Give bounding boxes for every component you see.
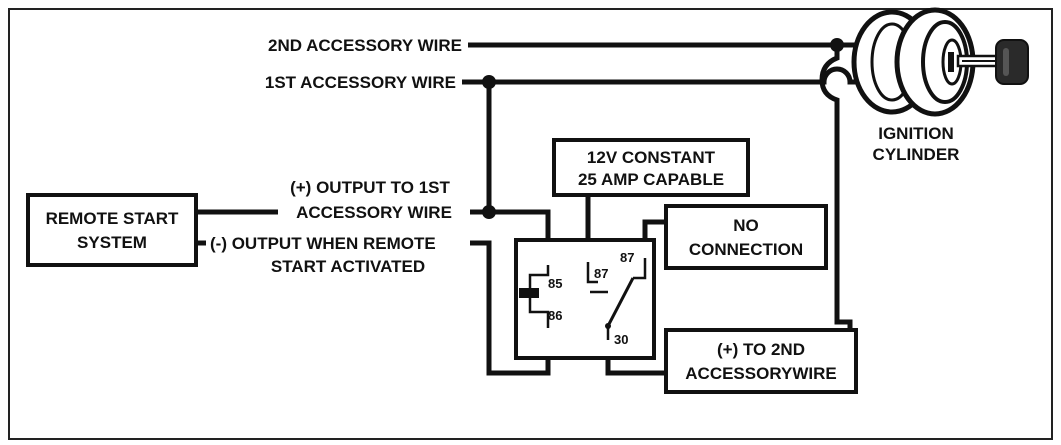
relay-pin-86: 86 bbox=[548, 308, 562, 323]
junction-1st-accessory bbox=[482, 75, 496, 89]
label-remote-start-1: REMOTE START bbox=[46, 209, 179, 228]
label-output-negative-2: START ACTIVATED bbox=[271, 257, 425, 276]
label-output-positive-1: (+) OUTPUT TO 1ST bbox=[290, 178, 450, 197]
ignition-cylinder-icon bbox=[851, 7, 976, 117]
label-constant-1: 12V CONSTANT bbox=[587, 148, 716, 167]
label-to-2nd-accessory-1: (+) TO 2ND bbox=[717, 340, 805, 359]
label-1st-accessory-wire: 1ST ACCESSORY WIRE bbox=[265, 73, 456, 92]
diagram-frame bbox=[8, 8, 1053, 440]
label-output-positive-2: ACCESSORY WIRE bbox=[296, 203, 452, 222]
relay-coil bbox=[519, 288, 539, 298]
to-2nd-accessory-box bbox=[664, 328, 858, 394]
junction-2nd-accessory bbox=[830, 38, 844, 52]
relay-pin-87a: 87 bbox=[620, 250, 634, 265]
relay-pin-87: 87 bbox=[594, 266, 608, 281]
relay-pin-30: 30 bbox=[614, 332, 628, 347]
wire-2nd-accessory-drop bbox=[819, 45, 853, 330]
no-connection-box bbox=[664, 204, 828, 270]
label-no-connection-2: CONNECTION bbox=[689, 240, 803, 259]
relay-pin-85: 85 bbox=[548, 276, 562, 291]
key-icon bbox=[956, 39, 1029, 85]
label-ignition-2: CYLINDER bbox=[873, 145, 960, 164]
relay bbox=[514, 238, 656, 360]
label-to-2nd-accessory-2: ACCESSORYWIRE bbox=[685, 364, 836, 383]
label-ignition-1: IGNITION bbox=[878, 124, 954, 143]
wire-1st-accessory bbox=[462, 66, 856, 85]
remote-start-system-box bbox=[26, 193, 198, 267]
constant-12v-box bbox=[552, 138, 750, 197]
label-no-connection-1: NO bbox=[733, 216, 759, 235]
label-2nd-accessory-wire: 2ND ACCESSORY WIRE bbox=[268, 36, 462, 55]
label-remote-start-2: SYSTEM bbox=[77, 233, 147, 252]
label-constant-2: 25 AMP CAPABLE bbox=[578, 170, 724, 189]
label-output-negative-1: (-) OUTPUT WHEN REMOTE bbox=[210, 234, 436, 253]
junction-output-positive bbox=[482, 205, 496, 219]
